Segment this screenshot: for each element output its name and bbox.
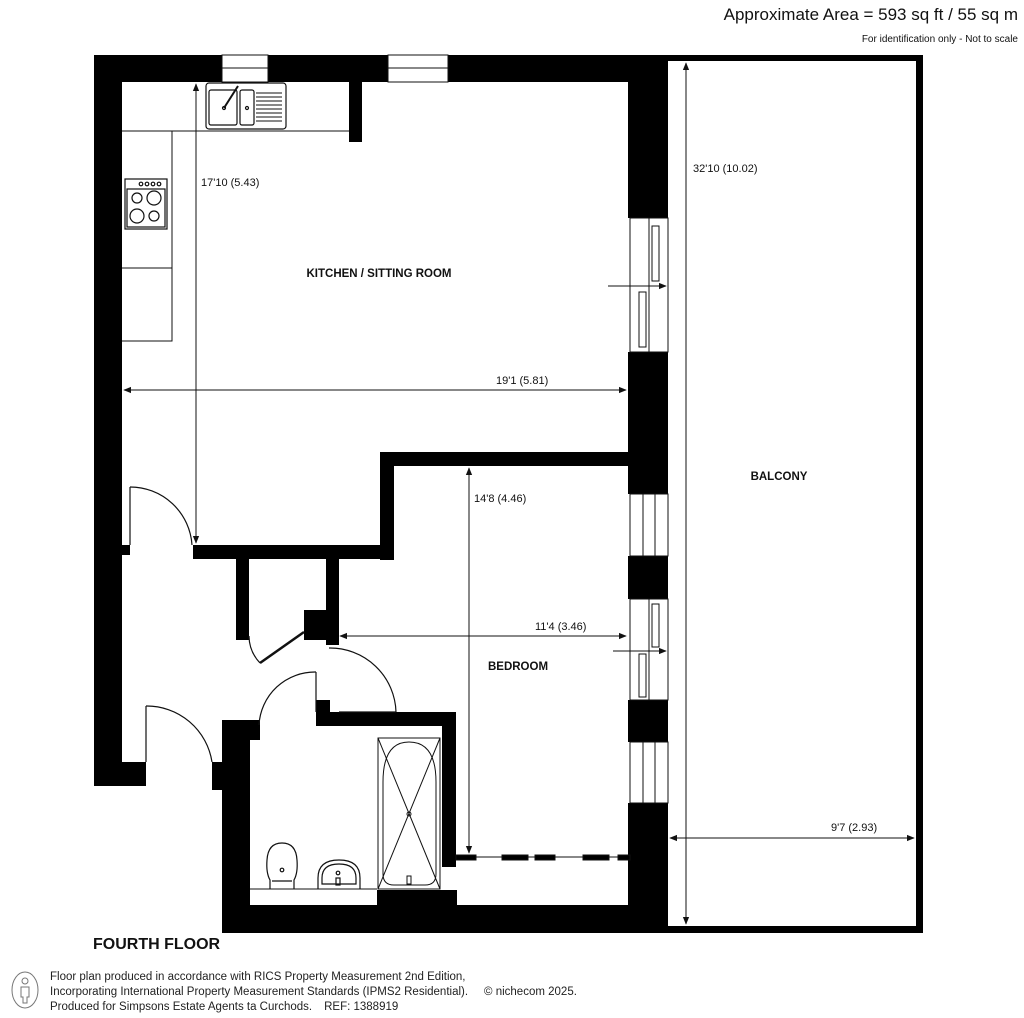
dimension-lines [123, 62, 915, 925]
reference-number: REF: 1388919 [324, 1001, 399, 1013]
approximate-area-title: Approximate Area = 593 sq ft / 55 sq m [723, 5, 1018, 24]
windows-top [221, 54, 449, 83]
scale-disclaimer: For identification only - Not to scale [861, 34, 1018, 45]
kitchen-worktop [122, 130, 349, 342]
dimension-bedroom-width: 11'4 (3.46) [535, 621, 586, 633]
footer-line-3: Produced for Simpsons Estate Agents ta C… [50, 1001, 313, 1013]
dimension-bedroom-depth: 14'8 (4.46) [474, 493, 526, 505]
room-label-bedroom: BEDROOM [488, 661, 548, 673]
walls [94, 55, 923, 933]
floor-title: FOURTH FLOOR [93, 936, 221, 953]
basin-icon [317, 859, 361, 889]
footer: Floor plan produced in accordance with R… [10, 970, 577, 1015]
person-outline-icon [11, 971, 39, 1009]
dimension-kitchen-depth: 17'10 (5.43) [201, 177, 259, 189]
fixed-window-bedroom-1 [629, 493, 669, 557]
toilet-icon [266, 842, 298, 889]
room-label-kitchen-sitting-room: KITCHEN / SITTING ROOM [306, 268, 451, 280]
wardrobe [455, 854, 631, 861]
footer-line-1: Floor plan produced in accordance with R… [50, 971, 466, 983]
balcony-sliding-door-kitchen [629, 217, 669, 353]
dimension-balcony-width: 9'7 (2.93) [831, 822, 877, 834]
fixed-window-bedroom-2 [629, 741, 669, 804]
dimension-balcony-length: 32'10 (10.02) [693, 163, 757, 175]
room-label-balcony: BALCONY [751, 471, 808, 483]
footer-text: Floor plan produced in accordance with R… [50, 970, 577, 1015]
hob-icon [124, 178, 168, 230]
header-area: Approximate Area = 593 sq ft / 55 sq m F… [724, 4, 1018, 47]
kitchen-sink-icon [205, 82, 287, 130]
doors [129, 486, 397, 763]
copyright: © nichecom 2025. [484, 986, 577, 998]
dimension-kitchen-width: 19'1 (5.81) [496, 375, 548, 387]
bath-icon [377, 737, 441, 890]
balcony-sliding-door-bedroom [629, 598, 669, 701]
footer-line-2: Incorporating International Property Mea… [50, 986, 469, 998]
